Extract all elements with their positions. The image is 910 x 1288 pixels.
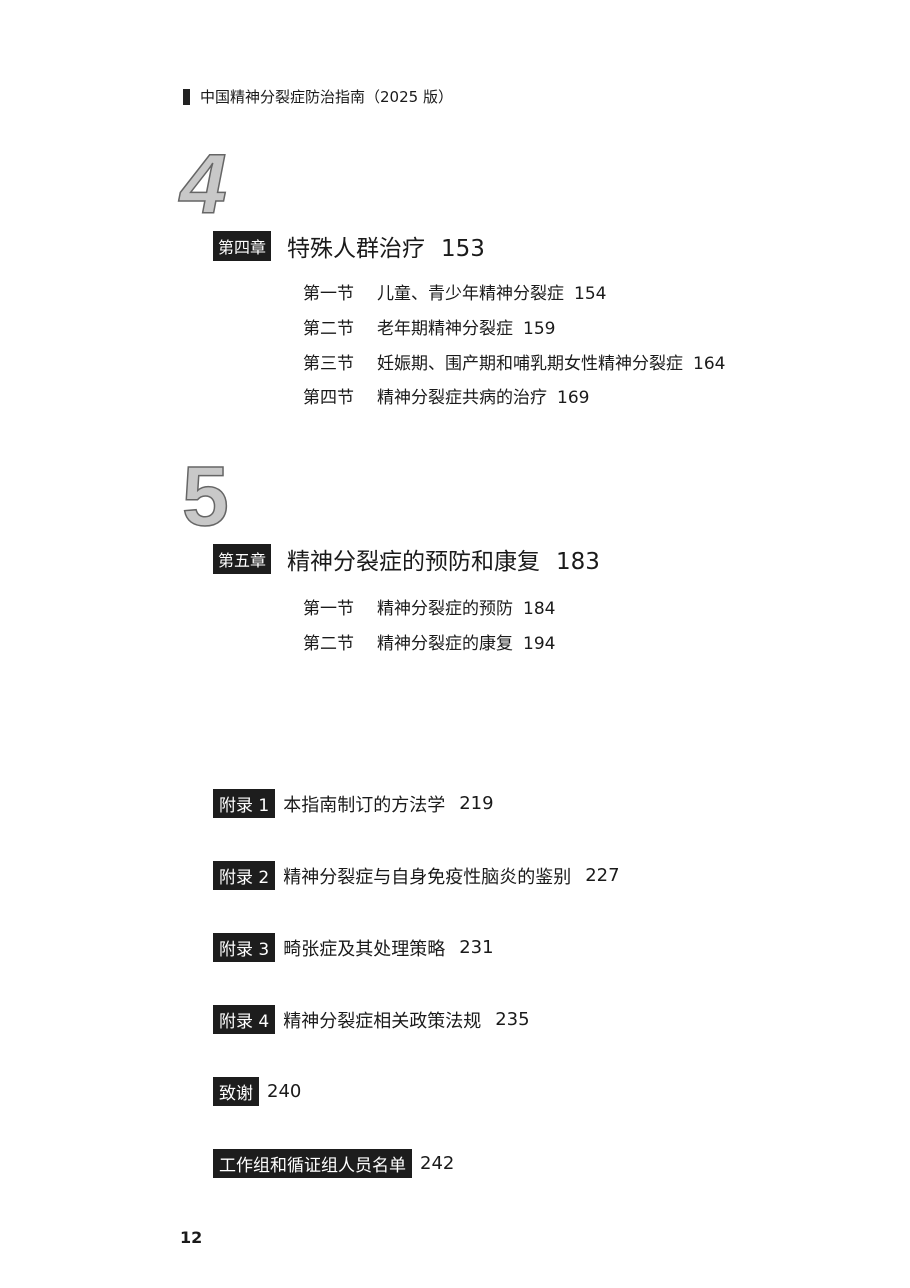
section-title: 妊娠期、围产期和哺乳期女性精神分裂症 [377, 354, 683, 374]
section-page: 164 [693, 354, 726, 374]
appendix-page: 219 [459, 793, 494, 814]
section-title: 老年期精神分裂症 [377, 319, 513, 339]
chapter-page: 183 [556, 549, 600, 575]
section-number: 第二节 [303, 634, 354, 654]
section-title: 精神分裂症的预防 [377, 599, 513, 619]
chapter-page: 153 [441, 236, 485, 262]
section-page: 169 [557, 388, 590, 408]
chapter-label: 第四章 [213, 231, 272, 261]
chapter-4-digit: 4 [179, 137, 227, 231]
running-header: 中国精神分裂症防治指南（2025 版） [183, 86, 453, 107]
section-number: 第一节 [303, 599, 354, 619]
section-entry[interactable]: 第二节 老年期精神分裂症 159 [303, 314, 555, 339]
appendix-label: 致谢 [213, 1077, 259, 1106]
section-number: 第四节 [303, 388, 354, 408]
section-number: 第一节 [303, 284, 354, 304]
appendix-title: 本指南制订的方法学 [283, 794, 446, 816]
appendix-entry[interactable]: 附录 3 畸张症及其处理策略 231 [213, 933, 494, 962]
appendix-entry[interactable]: 附录 2 精神分裂症与自身免疫性脑炎的鉴别 227 [213, 861, 620, 890]
section-title: 精神分裂症共病的治疗 [377, 388, 547, 408]
chapter-title: 精神分裂症的预防和康复 [287, 549, 541, 575]
acknowledgements-entry[interactable]: 致谢 240 [213, 1077, 301, 1106]
appendix-label: 附录 4 [213, 1005, 276, 1034]
section-entry[interactable]: 第二节 精神分裂症的康复 194 [303, 629, 555, 654]
section-entry[interactable]: 第三节 妊娠期、围产期和哺乳期女性精神分裂症 164 [303, 349, 725, 374]
section-page: 194 [523, 634, 556, 654]
book-title: 中国精神分裂症防治指南（2025 版） [200, 88, 453, 106]
members-list-entry[interactable]: 工作组和循证组人员名单 242 [213, 1149, 454, 1178]
header-marker [183, 88, 190, 105]
appendix-label: 工作组和循证组人员名单 [213, 1149, 412, 1178]
chapter-4-entry[interactable]: 第四章 特殊人群治疗 153 [213, 229, 485, 263]
appendix-page: 231 [459, 937, 494, 958]
page-number: 12 [180, 1228, 203, 1247]
appendix-label: 附录 1 [213, 789, 276, 818]
section-number: 第三节 [303, 354, 354, 374]
appendix-entry[interactable]: 附录 4 精神分裂症相关政策法规 235 [213, 1005, 530, 1034]
appendix-page: 227 [585, 865, 620, 886]
appendix-label: 附录 3 [213, 933, 276, 962]
appendix-page: 242 [420, 1153, 455, 1174]
appendix-title: 精神分裂症相关政策法规 [283, 1010, 482, 1032]
chapter-5-digit: 5 [181, 449, 229, 543]
appendix-title: 精神分裂症与自身免疫性脑炎的鉴别 [283, 866, 572, 888]
appendix-page: 235 [495, 1009, 530, 1030]
section-entry[interactable]: 第四节 精神分裂症共病的治疗 169 [303, 383, 589, 408]
section-page: 159 [523, 319, 556, 339]
chapter-label: 第五章 [213, 544, 272, 574]
section-title: 儿童、青少年精神分裂症 [377, 284, 564, 304]
appendix-page: 240 [267, 1081, 302, 1102]
appendix-label: 附录 2 [213, 861, 276, 890]
section-title: 精神分裂症的康复 [377, 634, 513, 654]
section-page: 184 [523, 599, 556, 619]
section-number: 第二节 [303, 319, 354, 339]
appendix-entry[interactable]: 附录 1 本指南制订的方法学 219 [213, 789, 494, 818]
section-entry[interactable]: 第一节 儿童、青少年精神分裂症 154 [303, 279, 606, 304]
chapter-title: 特殊人群治疗 [287, 236, 426, 262]
section-page: 154 [574, 284, 607, 304]
section-entry[interactable]: 第一节 精神分裂症的预防 184 [303, 594, 555, 619]
chapter-5-entry[interactable]: 第五章 精神分裂症的预防和康复 183 [213, 542, 600, 576]
appendix-title: 畸张症及其处理策略 [283, 938, 446, 960]
